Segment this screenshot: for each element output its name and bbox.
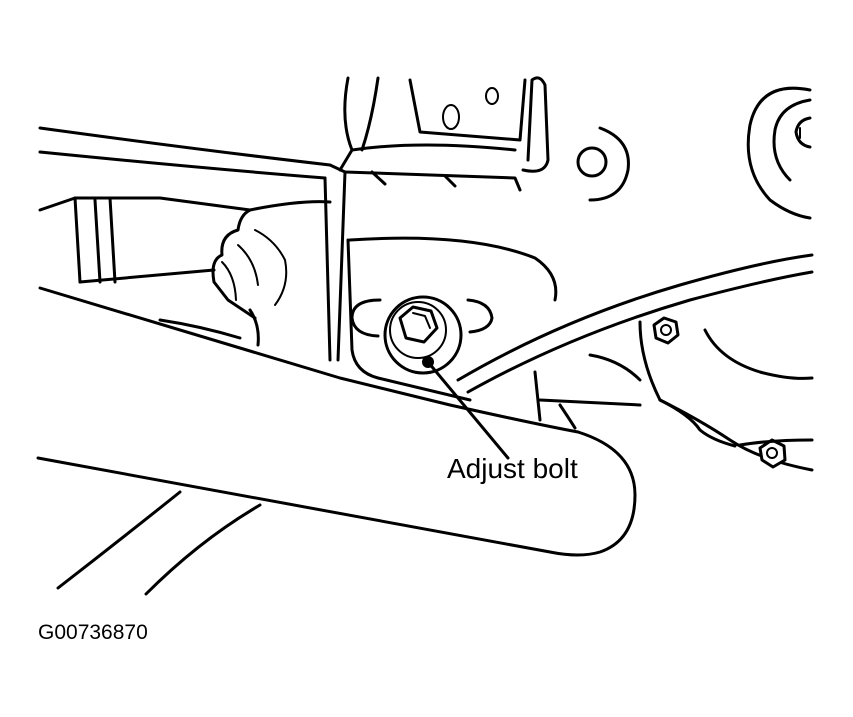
bracket-nut-lower [758,438,787,469]
knuckle-region [346,236,558,402]
upper-rail [38,126,347,362]
lower-right-bracket [533,316,814,472]
adjust-bolt-label: Adjust bolt [447,453,578,484]
upper-bracket [338,76,550,192]
brake-line [456,253,814,394]
drive-shaft-boot [38,196,332,320]
bracket-nut-upper [652,316,680,345]
figure-id: G00736870 [38,621,148,644]
adjust-bolt-assembly [383,295,510,460]
lower-control-arm [36,286,637,557]
background-lines [56,403,577,596]
bracket-bushing [576,126,630,202]
hub-assembly [746,86,812,220]
